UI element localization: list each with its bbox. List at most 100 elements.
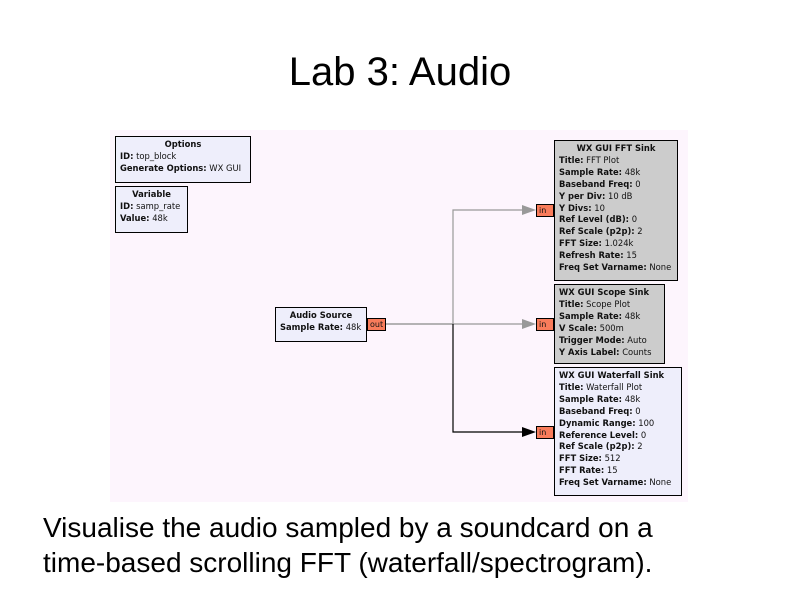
param-value: Scope Plot xyxy=(586,298,631,309)
options-block[interactable]: Options ID: top_block Generate Options: … xyxy=(115,136,251,183)
param-value: 0 xyxy=(635,405,641,416)
param-key: V Scale: xyxy=(559,322,597,333)
param-key: Ref Scale (p2p): xyxy=(559,441,635,452)
block-param: Sample Rate: 48k xyxy=(559,311,660,323)
param-key: Ref Scale (p2p): xyxy=(559,226,635,237)
param-key: Generate Options: xyxy=(120,162,207,173)
param-value: 100 xyxy=(638,417,655,428)
block-param: Sample Rate: 48k xyxy=(559,167,673,179)
param-key: Y per Div: xyxy=(559,190,606,201)
param-value: 10 dB xyxy=(608,190,633,201)
param-value: 48k xyxy=(624,166,641,177)
block-param: Title: Scope Plot xyxy=(559,299,660,311)
param-value: None xyxy=(649,262,672,273)
block-param: V Scale: 500m xyxy=(559,323,660,335)
param-key: Refresh Rate: xyxy=(559,250,624,261)
block-param: Baseband Freq: 0 xyxy=(559,179,673,191)
block-title: Audio Source xyxy=(289,310,353,320)
param-key: Baseband Freq: xyxy=(559,178,633,189)
param-value: 48k xyxy=(345,321,362,332)
block-param: Generate Options: WX GUI xyxy=(120,163,246,175)
param-key: Reference Level: xyxy=(559,429,639,440)
block-param: Ref Level (dB): 0 xyxy=(559,214,673,226)
block-param: Ref Scale (p2p): 2 xyxy=(559,441,677,453)
block-title: WX GUI FFT Sink xyxy=(576,143,656,153)
param-key: Title: xyxy=(559,381,584,392)
block-param: Reference Level: 0 xyxy=(559,430,677,442)
param-value: None xyxy=(649,477,672,488)
audio-source-out-port[interactable]: out xyxy=(367,318,386,331)
block-param: Y Divs: 10 xyxy=(559,203,673,215)
param-key: Y Axis Label: xyxy=(559,346,620,357)
param-key: Title: xyxy=(559,154,584,165)
param-value: 10 xyxy=(594,202,605,213)
param-key: ID: xyxy=(120,200,134,211)
param-key: Ref Level (dB): xyxy=(559,214,630,225)
param-key: Trigger Mode: xyxy=(559,334,625,345)
param-value: Counts xyxy=(622,346,652,357)
param-value: Waterfall Plot xyxy=(586,381,643,392)
block-title: Variable xyxy=(132,189,171,199)
param-key: Baseband Freq: xyxy=(559,405,633,416)
block-param: ID: top_block xyxy=(120,151,246,163)
block-param: Ref Scale (p2p): 2 xyxy=(559,226,673,238)
block-param: FFT Rate: 15 xyxy=(559,465,677,477)
block-param: Sample Rate: 48k xyxy=(280,322,362,334)
block-param: Title: Waterfall Plot xyxy=(559,382,677,394)
scope-sink-block[interactable]: WX GUI Scope Sink Title: Scope Plot Samp… xyxy=(554,284,665,364)
block-param: Dynamic Range: 100 xyxy=(559,418,677,430)
param-key: FFT Size: xyxy=(559,238,602,249)
param-key: FFT Size: xyxy=(559,453,602,464)
waterfall-sink-in-port[interactable]: in xyxy=(536,426,554,439)
param-key: Y Divs: xyxy=(559,202,592,213)
param-key: Dynamic Range: xyxy=(559,417,636,428)
param-key: Sample Rate: xyxy=(559,166,623,177)
param-key: FFT Rate: xyxy=(559,465,605,476)
param-value: 500m xyxy=(599,322,624,333)
param-value: FFT Plot xyxy=(586,154,620,165)
param-value: Auto xyxy=(627,334,647,345)
block-param: FFT Size: 512 xyxy=(559,453,677,465)
param-value: 2 xyxy=(637,226,643,237)
param-key: ID: xyxy=(120,150,134,161)
block-title: Options xyxy=(164,139,202,149)
waterfall-sink-block[interactable]: WX GUI Waterfall Sink Title: Waterfall P… xyxy=(554,367,682,496)
caption-line-1: Visualise the audio sampled by a soundca… xyxy=(43,512,653,543)
param-value: top_block xyxy=(136,150,177,161)
param-value: WX GUI xyxy=(209,162,242,173)
param-value: 48k xyxy=(152,212,168,223)
param-value: 0 xyxy=(635,178,641,189)
block-param: Refresh Rate: 15 xyxy=(559,250,673,262)
caption-line-2: time-based scrolling FFT (waterfall/spec… xyxy=(43,547,653,578)
param-value: 48k xyxy=(624,393,641,404)
param-key: Freq Set Varname: xyxy=(559,262,647,273)
block-param: Trigger Mode: Auto xyxy=(559,335,660,347)
block-title: WX GUI Scope Sink xyxy=(559,287,650,297)
block-param: Y per Div: 10 dB xyxy=(559,191,673,203)
param-value: 15 xyxy=(626,250,637,261)
block-param: Freq Set Varname: None xyxy=(559,477,677,489)
block-param: Title: FFT Plot xyxy=(559,155,673,167)
param-value: 512 xyxy=(604,453,621,464)
slide-title: Lab 3: Audio xyxy=(288,50,512,94)
param-value: 0 xyxy=(640,429,647,440)
param-value: 2 xyxy=(637,441,643,452)
fft-sink-block[interactable]: WX GUI FFT Sink Title: FFT Plot Sample R… xyxy=(554,140,678,281)
audio-source-block[interactable]: Audio Source Sample Rate: 48k xyxy=(275,307,367,342)
param-key: Value: xyxy=(120,212,150,223)
scope-sink-in-port[interactable]: in xyxy=(536,318,554,331)
fft-sink-in-port[interactable]: in xyxy=(536,204,554,217)
param-key: Sample Rate: xyxy=(280,321,344,332)
block-param: Sample Rate: 48k xyxy=(559,394,677,406)
variable-block[interactable]: Variable ID: samp_rate Value: 48k xyxy=(115,186,188,233)
block-param: ID: samp_rate xyxy=(120,201,183,213)
param-value: 48k xyxy=(624,310,641,321)
block-param: Y Axis Label: Counts xyxy=(559,347,660,359)
param-value: 15 xyxy=(606,465,618,476)
param-key: Title: xyxy=(559,298,584,309)
param-value: 1.024k xyxy=(604,238,634,249)
block-param: Freq Set Varname: None xyxy=(559,262,673,274)
param-value: samp_rate xyxy=(136,200,181,211)
block-param: Baseband Freq: 0 xyxy=(559,406,677,418)
slide-caption: Visualise the audio sampled by a soundca… xyxy=(43,510,783,580)
